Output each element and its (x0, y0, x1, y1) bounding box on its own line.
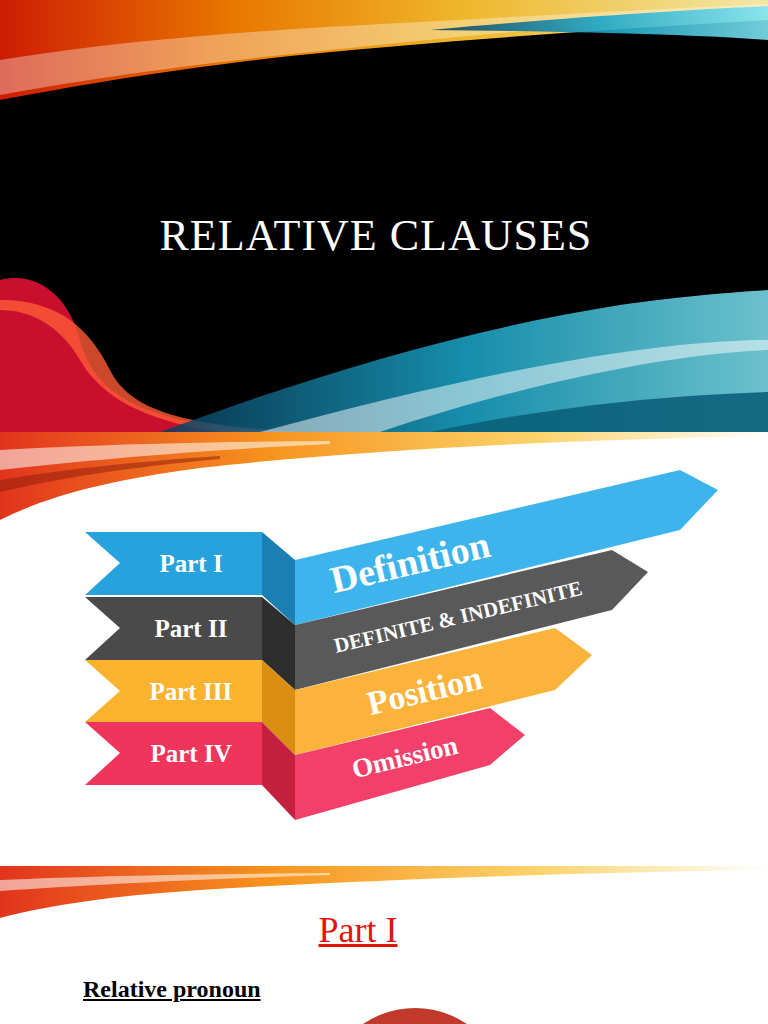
part-number: Part II (155, 615, 228, 643)
topic-banner-outline (295, 708, 525, 820)
part-tag-outline (85, 532, 262, 595)
title-slide (0, 0, 768, 432)
part-tag-outline (85, 597, 262, 660)
part-tag: Part IV (85, 722, 262, 785)
subheading: Relative pronoun (83, 976, 261, 1004)
part-number: Part I (160, 550, 223, 578)
topic-banner: Omission (295, 708, 525, 820)
part-tag-outline (85, 660, 262, 722)
slide-title: RELATIVE CLAUSES (160, 211, 593, 262)
content-slide-background (0, 866, 768, 1024)
part-number: Part III (150, 678, 233, 706)
content-slide-background (0, 432, 768, 866)
part-tag: Part III (85, 660, 262, 722)
part-tag: Part II (85, 597, 262, 660)
red-circle (323, 1008, 507, 1024)
section-heading: Part I (319, 910, 398, 951)
part-tag: Part I (85, 532, 262, 595)
part-tag-outline (85, 722, 262, 785)
ribbon-folds (262, 532, 295, 820)
part-number: Part IV (151, 740, 232, 768)
